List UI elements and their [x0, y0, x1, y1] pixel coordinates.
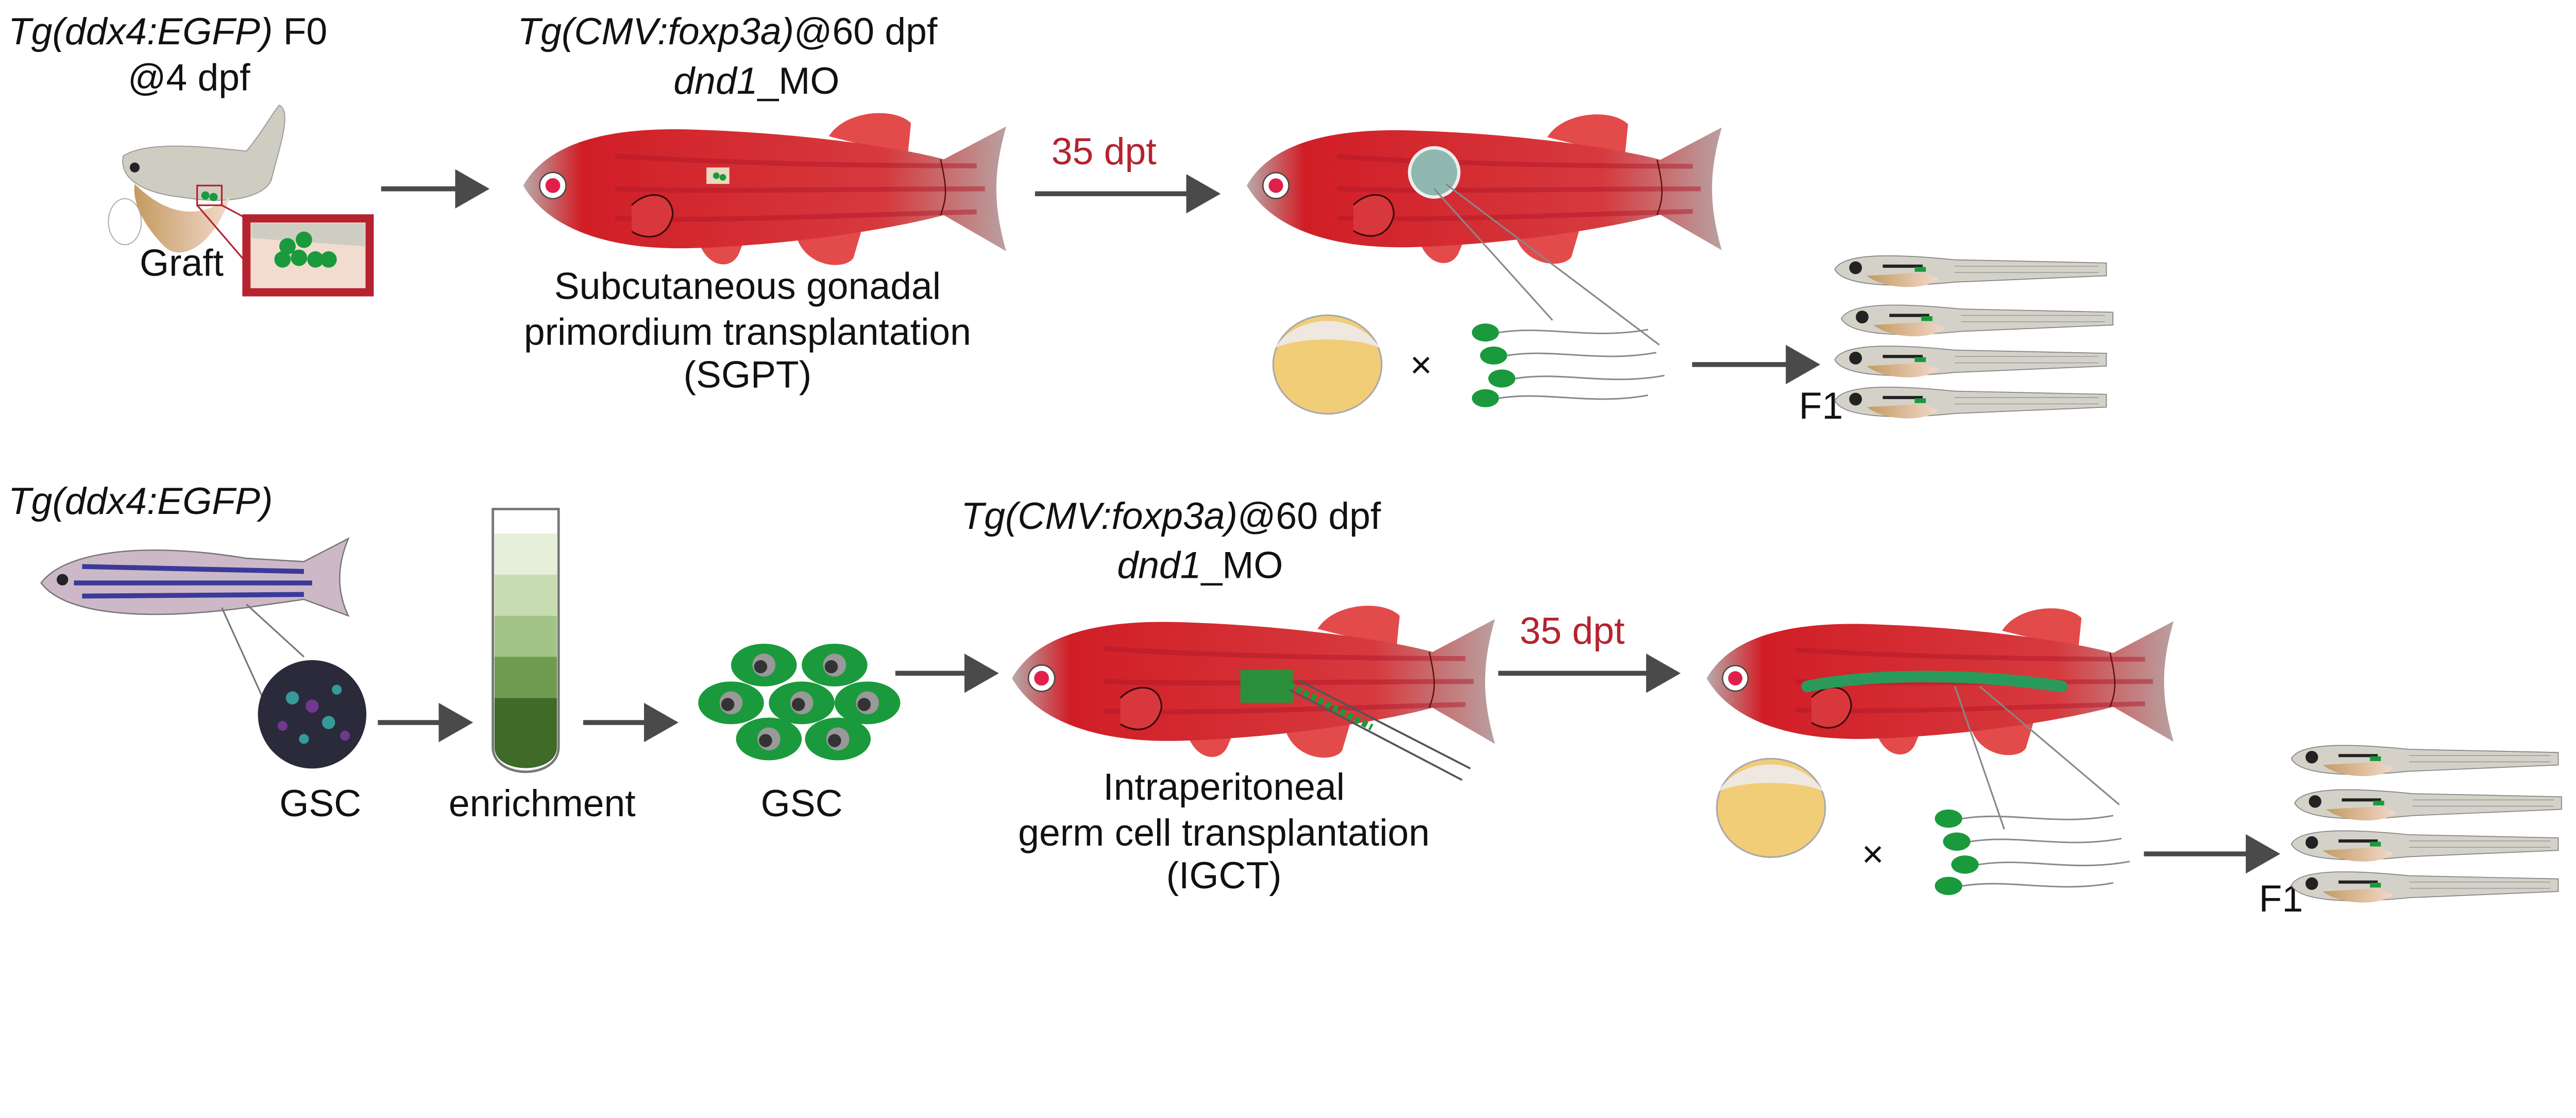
top-host-mo: dnd1_MO	[673, 60, 839, 102]
injected-cells	[1240, 670, 1293, 703]
grown-germline	[1801, 670, 2068, 693]
f1-label-top: F1	[1799, 385, 1843, 427]
bottom-host-title: Tg(CMV:foxp3a)@60 dpf	[961, 495, 1381, 537]
bottom-donor-title: Tg(ddx4:EGFP)	[8, 480, 273, 522]
enrichment-tube-icon	[492, 508, 560, 773]
top-donor-title: Tg(ddx4:EGFP) F0	[8, 10, 327, 53]
top-host-title: Tg(CMV:foxp3a)@60 dpf	[517, 10, 938, 53]
donor-adult-fish	[40, 537, 350, 617]
f1-larvae-top	[1835, 256, 2113, 419]
sperm-icon-group	[1471, 322, 1666, 408]
gsc-cells-icon	[698, 643, 901, 761]
igct-method-line3: (IGCT)	[1166, 854, 1282, 897]
enrichment-label: enrichment	[449, 782, 636, 824]
donor-larva-illustration	[108, 104, 374, 297]
injection-needle	[1289, 679, 1471, 781]
f1-larvae-bottom	[2292, 745, 2562, 902]
bottom-time-label: 35 dpt	[1520, 610, 1625, 652]
cross-symbol-bottom: ×	[1862, 833, 1884, 875]
gsc-label-2: GSC	[761, 782, 843, 824]
gsc-label-1: GSC	[279, 782, 361, 824]
igct-method-line2: germ cell transplantation	[1018, 812, 1430, 854]
bottom-host-mo: dnd1_MO	[1117, 544, 1283, 586]
sperm-icon-group-bottom	[1934, 809, 2131, 896]
top-donor-age: @4 dpf	[128, 56, 250, 98]
igct-method-line1: Intraperitoneal	[1103, 766, 1345, 808]
cross-symbol-top: ×	[1410, 343, 1432, 386]
sgpt-method-line1: Subcutaneous gonadal	[554, 265, 941, 307]
top-time-label: 35 dpt	[1052, 130, 1157, 173]
host-fish-sgpt-35dpt	[1247, 114, 1722, 264]
diagram: Tg(ddx4:EGFP) F0 @4 dpf Graft Tg(CMV:fox…	[8, 10, 2576, 920]
graft-label: Graft	[140, 242, 224, 284]
gonad-tissue-circle	[258, 660, 367, 769]
host-fish-sgpt	[523, 113, 1006, 265]
sgpt-method-line2: primordium transplantation	[524, 311, 971, 353]
sgpt-method-line3: (SGPT)	[684, 354, 811, 396]
